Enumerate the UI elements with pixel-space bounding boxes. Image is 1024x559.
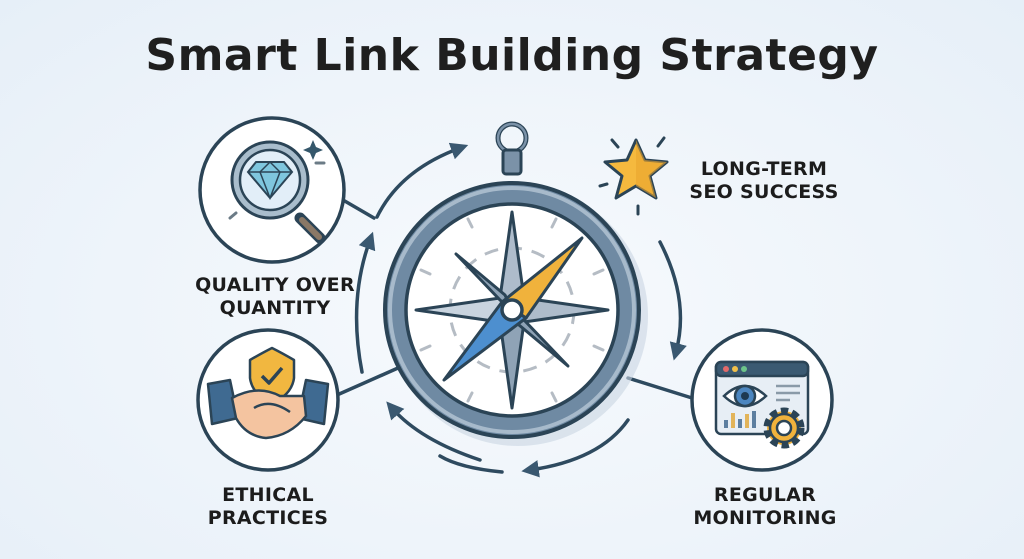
label-quality: QUALITY OVER QUANTITY <box>195 274 355 319</box>
connector-ethical <box>335 366 400 397</box>
arrow-left-bottom <box>386 401 482 462</box>
eye-dashboard-gear-icon <box>714 360 810 449</box>
node-quality <box>198 116 346 264</box>
arrow-bottom-left <box>521 418 630 478</box>
star-icon <box>598 136 669 216</box>
arrow-top-left <box>375 142 469 219</box>
label-monitoring: REGULAR MONITORING <box>693 484 837 529</box>
cycle-arrows <box>335 142 694 478</box>
node-ethical <box>196 328 340 472</box>
arrow-bottom-arc <box>438 454 504 474</box>
arrow-left-up <box>354 231 376 374</box>
diagram-title: Smart Link Building Strategy <box>145 30 879 81</box>
node-monitoring <box>690 328 834 472</box>
connector-quality <box>341 198 376 220</box>
label-success: LONG-TERM SEO SUCCESS <box>689 158 839 203</box>
diamond-magnifier-icon <box>230 140 326 244</box>
handshake-shield-icon <box>206 346 330 440</box>
compass-icon <box>383 121 648 446</box>
connector-monitoring <box>626 376 694 400</box>
label-ethical: ETHICAL PRACTICES <box>207 484 329 529</box>
arrow-right-down <box>658 240 687 361</box>
